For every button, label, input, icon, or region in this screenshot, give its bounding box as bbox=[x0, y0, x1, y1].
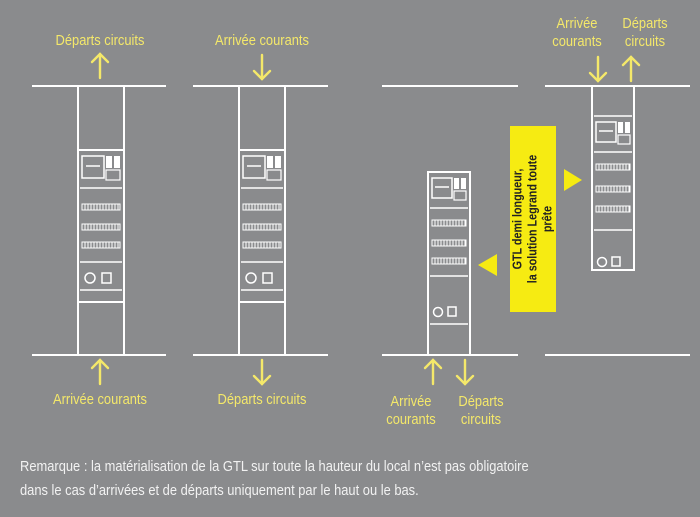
note-line-1: Remarque : la matérialisation de la GTL … bbox=[20, 458, 529, 475]
label-d4-top-left: Arrivée courants bbox=[552, 15, 602, 50]
gtl-half-panel bbox=[427, 171, 471, 356]
label-d3-bottom-right: Départs circuits bbox=[458, 393, 504, 428]
diagram-3 bbox=[382, 85, 518, 386]
gtl-panel bbox=[238, 149, 286, 303]
diagram-2 bbox=[193, 53, 328, 386]
arrow-up-icon bbox=[90, 52, 110, 80]
arrow-down-icon bbox=[588, 55, 608, 83]
gtl-column bbox=[77, 85, 125, 356]
label-d1-top: Départs circuits bbox=[55, 32, 145, 49]
pointer-triangle-icon bbox=[478, 254, 497, 276]
pointer-triangle-icon bbox=[564, 169, 582, 191]
banner-line-2: la solution Legrand toute prête bbox=[525, 154, 555, 284]
arrow-up-icon bbox=[621, 55, 641, 83]
arrow-down-icon bbox=[252, 358, 272, 386]
gtl-column bbox=[238, 85, 286, 356]
banner-line-1: GTL demi longueur, bbox=[510, 168, 525, 270]
arrow-down-icon bbox=[455, 358, 475, 386]
arrow-up-icon bbox=[90, 358, 110, 386]
label-d3-bottom-left: Arrivée courants bbox=[386, 393, 436, 428]
arrow-up-icon bbox=[423, 358, 443, 386]
banner-text: GTL demi longueur, la solution Legrand t… bbox=[511, 142, 556, 297]
gtl-panel bbox=[77, 149, 125, 303]
label-d2-bottom: Départs circuits bbox=[217, 391, 307, 408]
gtl-half-panel bbox=[591, 85, 635, 271]
arrow-down-icon bbox=[252, 53, 272, 81]
diagram-1 bbox=[32, 52, 166, 386]
label-d4-top-right: Départs circuits bbox=[622, 15, 668, 50]
label-d1-bottom: Arrivée courants bbox=[53, 391, 147, 408]
note-line-2: dans le cas d’arrivées et de départs uni… bbox=[20, 482, 419, 499]
diagram-4 bbox=[545, 55, 690, 356]
label-d2-top: Arrivée courants bbox=[215, 32, 309, 49]
legrand-banner: GTL demi longueur, la solution Legrand t… bbox=[510, 126, 556, 312]
